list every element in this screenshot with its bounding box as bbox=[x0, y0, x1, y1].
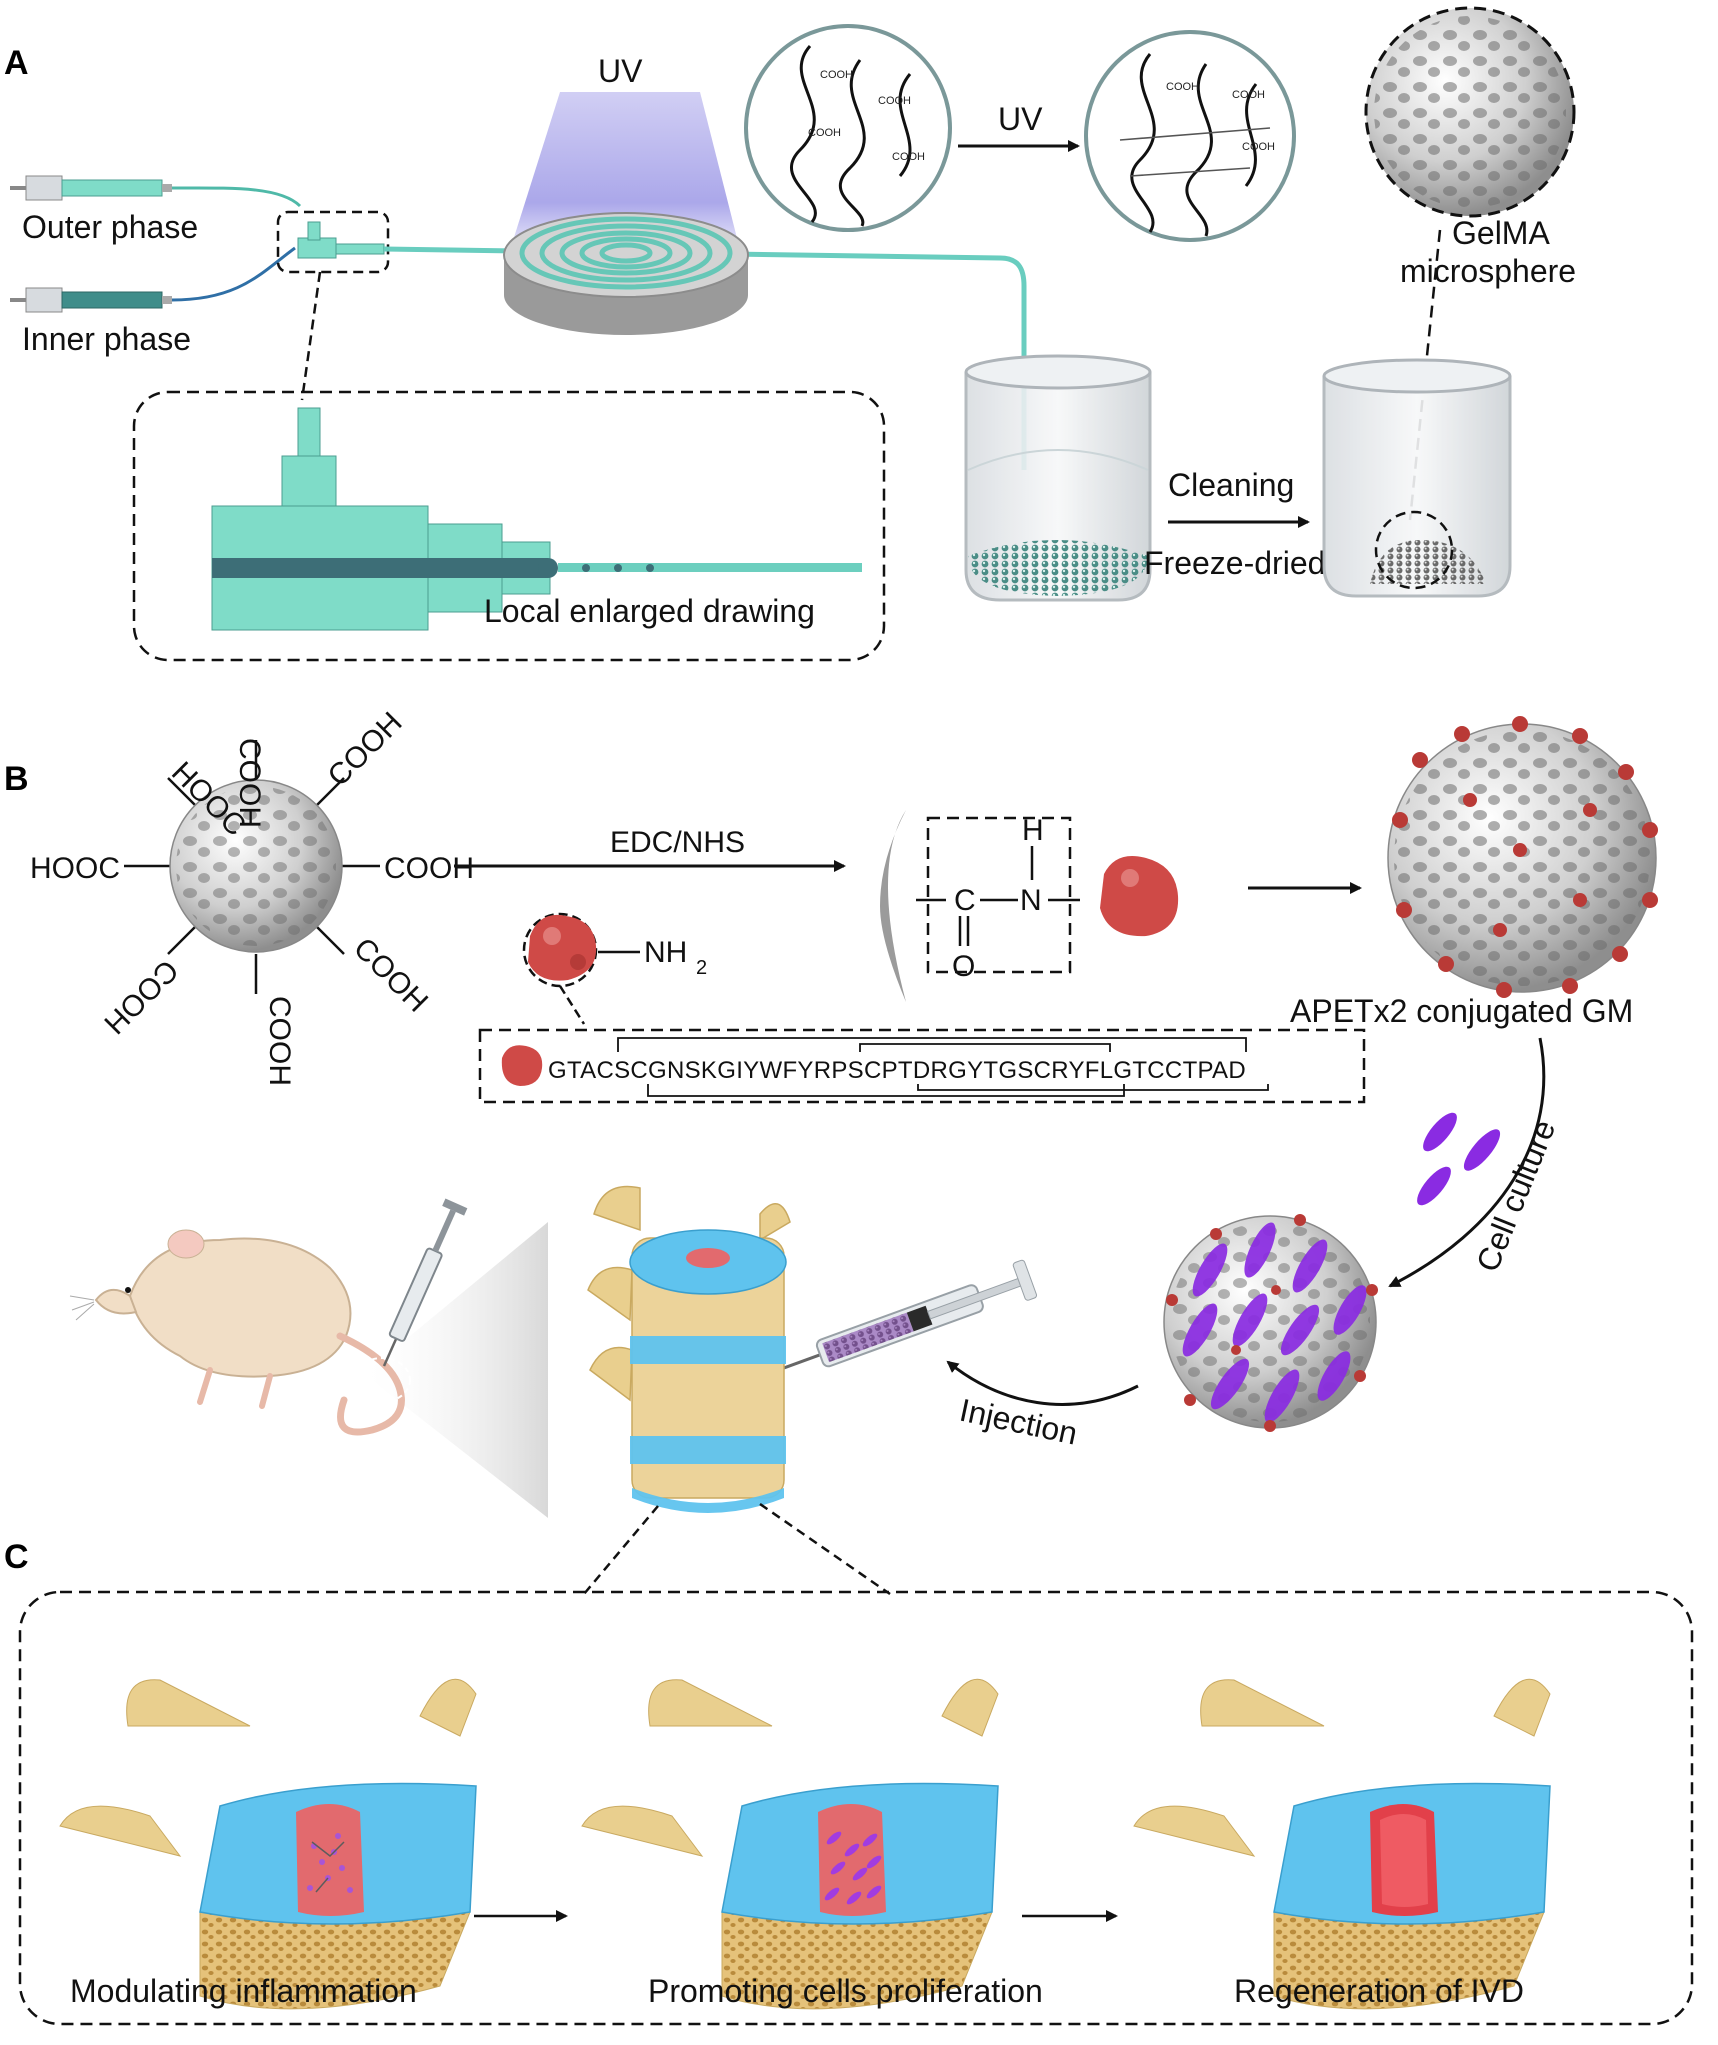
cooh-tag: COOH bbox=[892, 151, 925, 163]
collection-beaker bbox=[964, 354, 1152, 602]
apetx2-peptide bbox=[522, 912, 598, 988]
conjugated-peptide bbox=[1100, 856, 1179, 937]
amine-subscript: 2 bbox=[696, 957, 707, 979]
sequence-box bbox=[478, 1028, 1366, 1104]
outer-phase-label: Outer phase bbox=[22, 209, 198, 245]
spine-segment bbox=[587, 1185, 791, 1513]
inner-phase-syringe bbox=[10, 287, 172, 313]
panel-letter-c: C bbox=[4, 1538, 29, 1576]
sequence-peptide-icon bbox=[501, 1045, 543, 1086]
cooh-tag: COOH bbox=[878, 95, 911, 107]
cleaning-label: Cleaning bbox=[1168, 467, 1294, 503]
vertebra-stage-1 bbox=[59, 1678, 477, 2010]
peptide-sequence: GTACSCGNSKGIYWFYRPSCPTDRGYTGSCRYFLGTCCTP… bbox=[548, 1057, 1246, 1084]
cooh-lower-left: COOH bbox=[97, 953, 184, 1040]
injection-label: Injection bbox=[957, 1392, 1081, 1452]
local-enlarged-label: Local enlarged drawing bbox=[484, 593, 815, 629]
stage-2-label: Promoting cells proliferation bbox=[648, 1973, 1043, 2009]
uv-lamp-label: UV bbox=[598, 53, 643, 89]
loaded-syringe bbox=[768, 1259, 1038, 1375]
cooh-tag: COOH bbox=[808, 127, 841, 139]
apetx2-conjugated-sphere bbox=[1387, 716, 1658, 998]
peptide-zoom-connector bbox=[558, 985, 586, 1025]
polymer-circle-before: COOH COOH COOH COOH bbox=[744, 24, 952, 232]
edc-nhs-label: EDC/NHS bbox=[610, 826, 745, 859]
cooh-tag: COOH bbox=[820, 69, 853, 81]
rat-illustration bbox=[69, 1229, 411, 1436]
output-tube bbox=[383, 246, 1027, 470]
cooh-lower-right: COOH bbox=[347, 932, 434, 1019]
injection-site-cone bbox=[364, 1222, 548, 1518]
panel-letter-b: B bbox=[4, 760, 29, 798]
rat-syringe bbox=[382, 1198, 468, 1367]
cooh-tag: COOH bbox=[1242, 141, 1275, 153]
amide-oxygen: O bbox=[952, 950, 975, 983]
spine-connector-right bbox=[759, 1502, 891, 1596]
microsphere-surface bbox=[880, 810, 906, 1002]
stage-1-label: Modulating inflammation bbox=[70, 1973, 417, 2009]
cooh-right: COOH bbox=[384, 852, 474, 885]
panel-c-box bbox=[18, 1590, 1694, 2026]
cells-icon bbox=[1417, 1112, 1501, 1206]
cell-laden-microsphere bbox=[1163, 1214, 1378, 1432]
uv-arrow-label: UV bbox=[998, 101, 1043, 137]
dried-beaker bbox=[1322, 358, 1512, 598]
cooh-tag: COOH bbox=[1166, 81, 1199, 93]
outer-phase-syringe bbox=[10, 175, 172, 201]
injection-arrow bbox=[946, 1360, 1139, 1406]
carboxyl-microsphere bbox=[124, 740, 380, 994]
gelma-label-line1: GelMA bbox=[1452, 215, 1550, 251]
amide-carbon: C bbox=[954, 884, 976, 917]
gelma-microsphere-pores bbox=[1374, 16, 1566, 208]
outer-phase-tube bbox=[171, 186, 302, 208]
amide-nitrogen: N bbox=[1020, 884, 1042, 917]
cooh-tag: COOH bbox=[1232, 89, 1265, 101]
inner-phase-tube bbox=[171, 246, 296, 302]
cooh-top: COOH bbox=[233, 738, 266, 828]
amine-label: NH bbox=[644, 936, 687, 969]
cooh-upper-right: COOH bbox=[322, 706, 409, 793]
gelma-zoom-connector bbox=[1408, 229, 1442, 521]
amide-hydrogen: H bbox=[1022, 814, 1044, 847]
amide-box bbox=[926, 816, 1072, 974]
cell-culture-arrow bbox=[1388, 1037, 1546, 1288]
zoom-connector bbox=[300, 271, 322, 401]
polymer-circle-after: COOH COOH COOH bbox=[1084, 30, 1296, 242]
cooh-bottom: COOH bbox=[263, 996, 296, 1086]
gelma-label-line2: microsphere bbox=[1400, 253, 1576, 289]
hooc-left: HOOC bbox=[30, 852, 120, 885]
panel-letter-a: A bbox=[4, 44, 29, 82]
enlarged-channel-drawing bbox=[211, 407, 862, 631]
microfluidic-device bbox=[297, 221, 385, 259]
uv-light-cone bbox=[510, 92, 740, 250]
inner-phase-label: Inner phase bbox=[22, 321, 191, 357]
stage-3-label: Regeneration of IVD bbox=[1234, 1973, 1524, 2009]
freeze-dried-label: Freeze-dried bbox=[1144, 545, 1325, 581]
spiral-chip bbox=[503, 212, 749, 335]
spine-connector-left bbox=[583, 1505, 659, 1595]
vertebra-stage-3 bbox=[1133, 1678, 1551, 2010]
disulfide-bonds-bottom bbox=[647, 1084, 1269, 1097]
vertebra-stage-2 bbox=[581, 1678, 999, 2010]
conjugated-gm-label: APETx2 conjugated GM bbox=[1290, 993, 1633, 1029]
disulfide-bonds-top bbox=[617, 1037, 1247, 1052]
